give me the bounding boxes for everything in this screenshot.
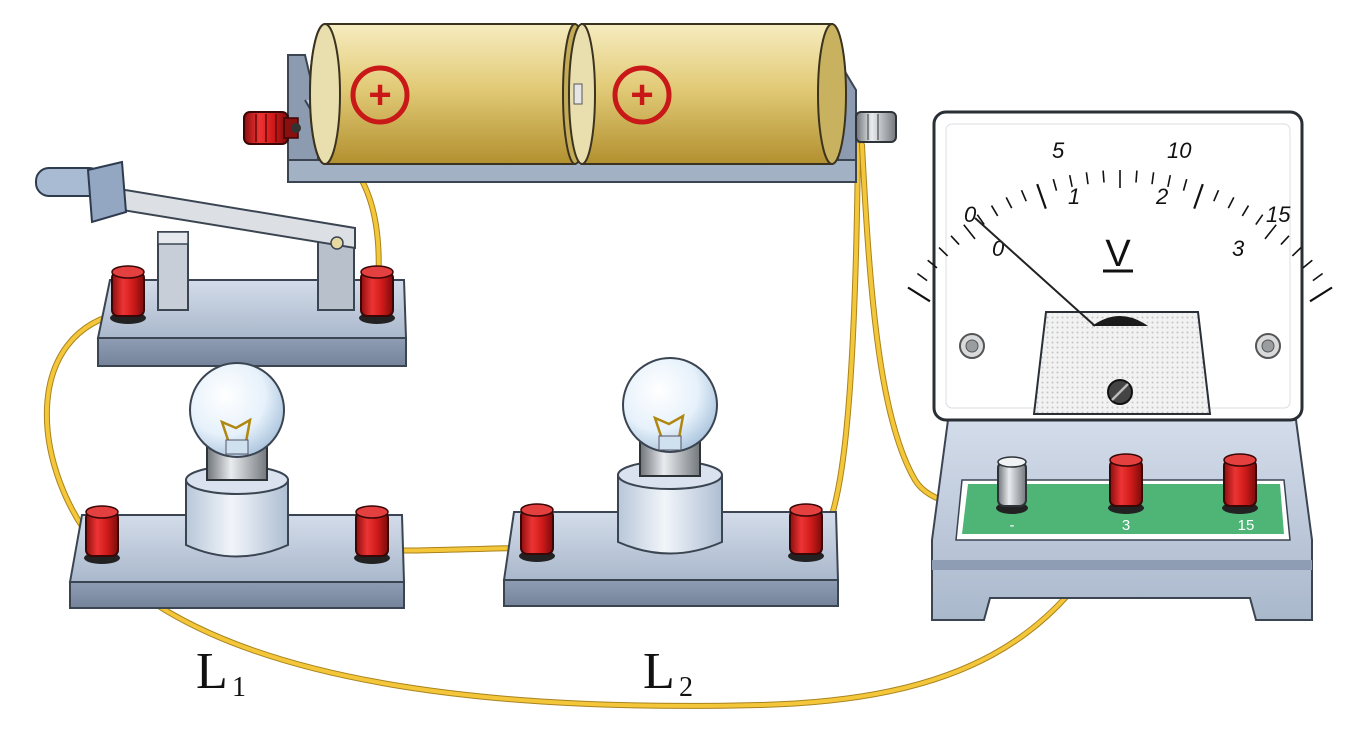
scale-tick: [1020, 189, 1027, 202]
meter-needle: [974, 217, 1096, 327]
terminal-label-neg: -: [1010, 517, 1015, 534]
plus-sign-icon: [350, 65, 410, 125]
scale-tick: [1309, 286, 1333, 303]
scale-inner-2: 2: [1155, 184, 1168, 209]
bulb-l2-glass-icon: [622, 357, 718, 453]
scale-tick: [1241, 205, 1250, 217]
scale-tick: [1135, 170, 1138, 183]
voltmeter-terminal-3[interactable]: [1108, 453, 1144, 514]
bulb-l1-label: L: [196, 643, 228, 700]
voltmeter-terminal-15[interactable]: [1222, 453, 1258, 514]
scale-outer-15: 15: [1266, 202, 1291, 227]
battery-silver-terminal[interactable]: [855, 111, 897, 143]
scale-tick: [1227, 197, 1235, 209]
scale-tick: [990, 205, 999, 217]
scale-tick: [1291, 247, 1302, 257]
meter-scale-ticks: [907, 170, 1333, 303]
switch-blade: [90, 183, 356, 250]
switch-terminal-left[interactable]: [110, 265, 146, 324]
scale-tick: [1182, 178, 1188, 191]
terminal-label-15: 15: [1238, 517, 1255, 534]
cell-1-polarity: +: [368, 73, 391, 117]
battery-cell-2: +: [568, 23, 847, 165]
scale-tick: [1280, 235, 1290, 246]
scale-tick: [1036, 183, 1047, 209]
l1-terminal-left[interactable]: [84, 505, 120, 564]
bulb-l1-assembly: [68, 362, 406, 609]
bulb-l2-assembly: [502, 357, 840, 607]
scale-tick: [1264, 224, 1277, 240]
scale-tick: [976, 214, 985, 226]
bulb-l2-subscript: 2: [679, 672, 693, 703]
scale-tick: [1213, 189, 1220, 202]
bulb-l2-label: L: [643, 643, 675, 700]
terminal-label-3: 3: [1122, 517, 1130, 534]
scale-tick: [916, 272, 928, 282]
scale-tick: [1102, 170, 1105, 183]
scale-tick: [1167, 174, 1172, 188]
battery-red-terminal[interactable]: [243, 111, 301, 145]
scale-outer-5: 5: [1052, 138, 1065, 163]
l1-terminal-right[interactable]: [354, 505, 390, 564]
scale-tick: [927, 259, 938, 269]
scale-inner-3: 3: [1232, 236, 1245, 261]
screw-left-icon: [959, 333, 985, 359]
plus-sign-icon: [612, 65, 672, 125]
scale-tick: [1255, 214, 1264, 226]
scale-tick: [1052, 178, 1058, 191]
screw-right-icon: [1255, 333, 1281, 359]
voltmeter-terminal-neg[interactable]: [996, 456, 1028, 514]
knife-switch[interactable]: [35, 160, 408, 367]
scale-tick: [1085, 172, 1089, 185]
scale-tick: [1151, 172, 1155, 185]
l2-terminal-left[interactable]: [519, 503, 555, 562]
battery-cell-1: +: [309, 23, 588, 165]
scale-tick: [1302, 259, 1313, 269]
bulb-l1-glass-icon: [189, 362, 285, 458]
switch-terminal-right[interactable]: [359, 265, 395, 324]
scale-tick: [950, 235, 960, 246]
meter-window: [1032, 311, 1212, 415]
scale-tick: [1005, 197, 1013, 209]
scale-tick: [963, 224, 976, 240]
meter-unit-label: V: [1105, 233, 1131, 275]
scale-tick: [1068, 174, 1073, 188]
scale-inner-1: 1: [1068, 184, 1080, 209]
scale-tick: [907, 286, 931, 303]
scale-tick: [938, 247, 949, 257]
voltmeter: - 3 15 0 5 10 15 0 1 2 3 V: [907, 110, 1333, 621]
scale-tick: [1312, 272, 1324, 282]
scale-outer-0: 0: [964, 202, 977, 227]
scale-tick: [1193, 183, 1204, 209]
scale-outer-10: 10: [1167, 138, 1192, 163]
l2-terminal-right[interactable]: [788, 503, 824, 562]
cell-2-polarity: +: [630, 73, 653, 117]
bulb-l1-subscript: 1: [232, 672, 246, 703]
